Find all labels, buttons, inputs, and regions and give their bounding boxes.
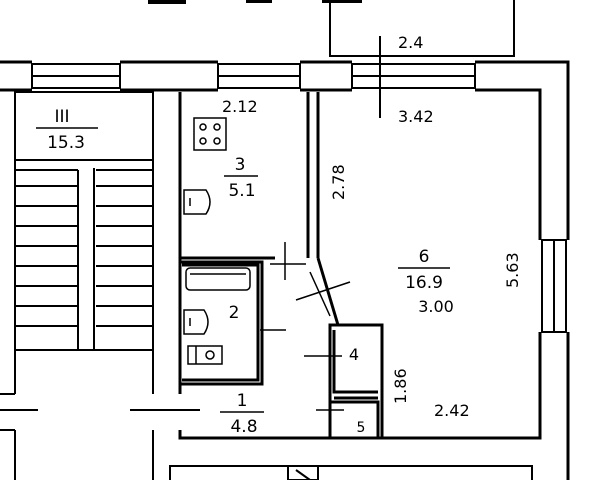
stair-treads: [15, 185, 153, 327]
room6-top-dimension: 3.42: [398, 107, 434, 126]
top-clipped-text: [148, 0, 362, 4]
outer-walls: [0, 60, 570, 480]
room6-height: 3.00: [418, 297, 454, 316]
bath-sink-icon: [183, 309, 209, 335]
room6-number: 6: [419, 247, 430, 267]
room4-number: 4: [349, 345, 359, 364]
stairwell-number: III: [54, 107, 69, 127]
room3-side-dimension: 2.78: [329, 164, 348, 200]
stove-icon: [193, 117, 227, 151]
lower-left-walls: [0, 350, 200, 480]
room1-number: 1: [237, 391, 248, 411]
room6-area: 16.9: [405, 273, 443, 293]
room5-number: 5: [357, 420, 366, 436]
balcony: [329, 0, 515, 118]
stairwell: [14, 91, 154, 351]
room2-number: 2: [229, 303, 240, 323]
top-windows: [31, 63, 567, 333]
kitchen-sink-icon: [183, 189, 211, 215]
closet-side-dimension: 1.86: [391, 368, 410, 404]
room6-bottom-dimension: 2.42: [434, 401, 470, 420]
bottom-walls: [169, 465, 533, 480]
toilet-icon: [187, 345, 223, 365]
stairwell-area: 15.3: [47, 133, 85, 153]
room1-area: 4.8: [230, 417, 257, 437]
room3-top-dimension: 2.12: [222, 97, 258, 116]
door-markers: [260, 242, 351, 411]
bathtub-icon: [185, 267, 251, 291]
apartment-walls: [178, 92, 542, 440]
room3-number: 3: [235, 155, 246, 175]
balcony-width-label: 2.4: [398, 33, 423, 52]
room6-side-dimension: 5.63: [503, 252, 522, 288]
room3-area: 5.1: [228, 181, 255, 201]
